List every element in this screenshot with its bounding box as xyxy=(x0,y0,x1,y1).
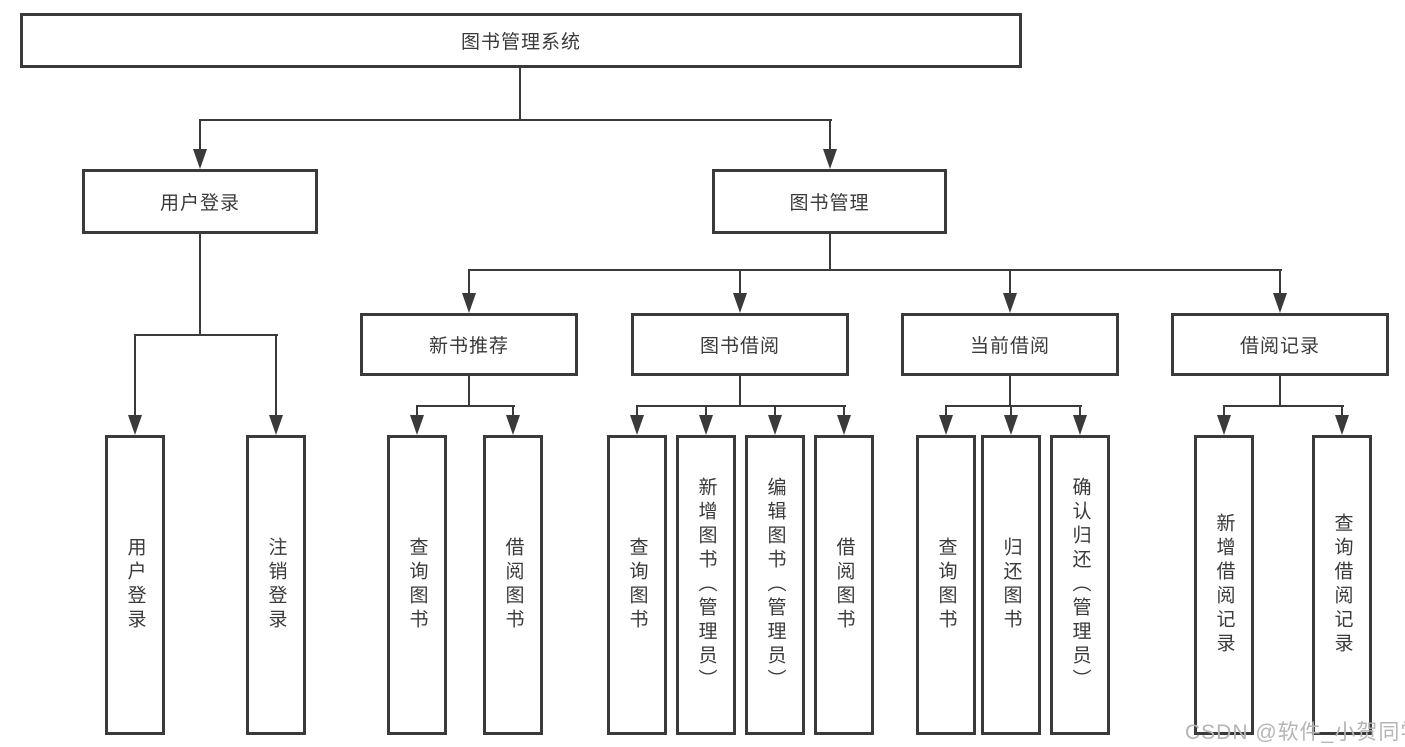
leaf-edit-books-admin: 编辑图书（管理员） xyxy=(745,435,805,735)
leaf-borrow-books: 借阅图书 xyxy=(814,435,874,735)
connector-stub xyxy=(1010,405,1012,418)
node-library-management-system: 图书管理系统 xyxy=(20,13,1022,68)
leaf-query-borrow-record: 查询借阅记录 xyxy=(1312,435,1372,735)
arrow-down-icon xyxy=(462,293,476,313)
leaf-logout: 注销登录 xyxy=(246,435,306,735)
connector-stub xyxy=(512,405,514,418)
connector-stub xyxy=(416,405,418,418)
arrow-down-icon xyxy=(823,149,837,169)
arrow-down-icon xyxy=(1073,415,1087,435)
connector-stub xyxy=(275,334,277,417)
leaf-query-books-borrowing: 查询图书 xyxy=(607,435,667,735)
arrow-down-icon xyxy=(410,415,424,435)
leaf-query-books-recommend: 查询图书 xyxy=(387,435,447,735)
arrow-down-icon xyxy=(837,415,851,435)
node-book-borrowing: 图书借阅 xyxy=(631,313,849,376)
connector-stub xyxy=(1279,269,1281,295)
arrow-down-icon xyxy=(269,415,283,435)
connector-stub xyxy=(739,269,741,295)
arrow-down-icon xyxy=(1335,415,1349,435)
connector-stub xyxy=(134,334,136,417)
leaf-return-books: 归还图书 xyxy=(981,435,1041,735)
csdn-watermark: CSDN @软件_小贺同学 xyxy=(1185,721,1405,744)
connector-stub xyxy=(1223,405,1225,418)
arrow-down-icon xyxy=(699,415,713,435)
connector-stub xyxy=(843,405,845,418)
node-book-management: 图书管理 xyxy=(712,169,947,234)
connector-stub xyxy=(1341,405,1343,418)
leaf-query-books-current: 查询图书 xyxy=(916,435,976,735)
connector-stub xyxy=(468,269,470,295)
connector-book-mgmt-bar xyxy=(468,269,1282,271)
connector-stem xyxy=(468,376,470,407)
connector-stub xyxy=(636,405,638,418)
arrow-down-icon xyxy=(193,149,207,169)
connector-stem xyxy=(1279,376,1281,407)
connector-stub xyxy=(1079,405,1081,418)
node-current-borrowing: 当前借阅 xyxy=(901,313,1119,376)
connector-bar xyxy=(1223,405,1344,407)
node-borrowing-records: 借阅记录 xyxy=(1171,313,1389,376)
arrow-down-icon xyxy=(1217,415,1231,435)
arrow-down-icon xyxy=(506,415,520,435)
connector-stub xyxy=(829,119,831,151)
arrow-down-icon xyxy=(768,415,782,435)
connector-bar xyxy=(945,405,1082,407)
connector-stub xyxy=(945,405,947,418)
leaf-borrow-books-recommend: 借阅图书 xyxy=(483,435,543,735)
arrow-down-icon xyxy=(939,415,953,435)
connector-stub xyxy=(199,119,201,151)
connector-user-login-bar xyxy=(134,334,278,336)
connector-stem xyxy=(739,376,741,407)
arrow-down-icon xyxy=(630,415,644,435)
connector-book-mgmt-stem xyxy=(829,234,831,271)
arrow-down-icon xyxy=(1004,415,1018,435)
node-new-book-recommendation: 新书推荐 xyxy=(360,313,578,376)
connector-stub xyxy=(1009,269,1011,295)
connector-root-stem xyxy=(519,68,521,121)
connector-bar xyxy=(416,405,515,407)
connector-stub xyxy=(705,405,707,418)
arrow-down-icon xyxy=(733,293,747,313)
leaf-add-books-admin: 新增图书（管理员） xyxy=(676,435,736,735)
connector-user-login-stem xyxy=(199,234,201,336)
connector-stem xyxy=(1009,376,1011,407)
arrow-down-icon xyxy=(128,415,142,435)
node-user-login: 用户登录 xyxy=(82,169,318,234)
connector-bar xyxy=(636,405,846,407)
arrow-down-icon xyxy=(1003,293,1017,313)
leaf-confirm-return-admin: 确认归还（管理员） xyxy=(1050,435,1110,735)
leaf-user-login: 用户登录 xyxy=(105,435,165,735)
connector-stub xyxy=(774,405,776,418)
connector-root-bar xyxy=(199,119,832,121)
leaf-add-borrow-record: 新增借阅记录 xyxy=(1194,435,1254,735)
arrow-down-icon xyxy=(1273,293,1287,313)
